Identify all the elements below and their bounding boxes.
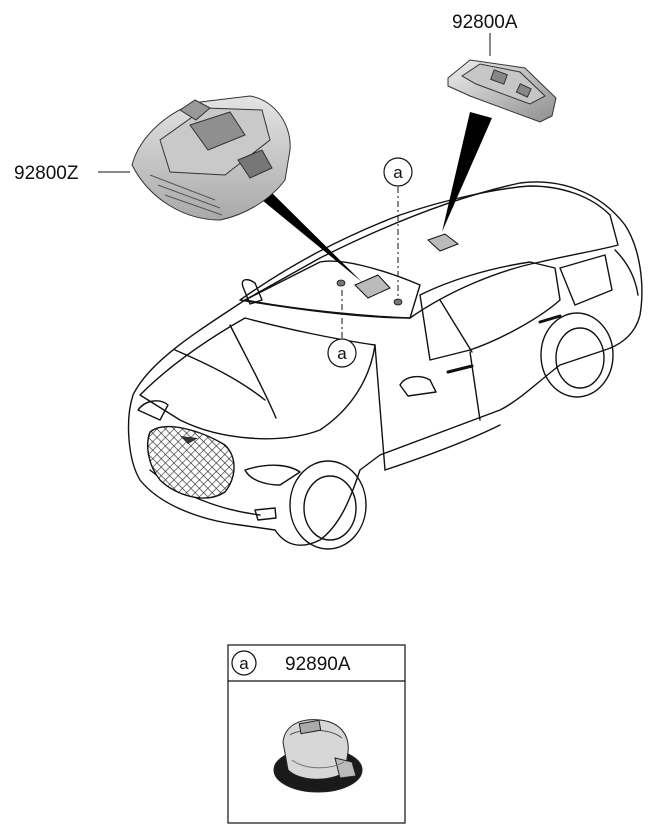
console-part-number: 92800Z bbox=[14, 163, 79, 184]
legend-letter: a bbox=[239, 654, 249, 673]
emblem-icon bbox=[180, 436, 198, 444]
roof-lamp-location bbox=[427, 233, 460, 252]
overhead-console-part bbox=[131, 95, 291, 221]
legend-box: a 92890A bbox=[227, 644, 406, 824]
callout-a-bottom: a bbox=[327, 338, 357, 368]
grille-mesh bbox=[147, 425, 235, 499]
roof-console-location bbox=[336, 274, 403, 306]
svg-text:a: a bbox=[393, 163, 403, 182]
callout-a-top: a bbox=[383, 157, 413, 187]
svg-text:a: a bbox=[337, 344, 347, 363]
leader-wedge-console bbox=[262, 193, 362, 282]
map-lamp-part bbox=[273, 719, 363, 793]
car-illustration bbox=[127, 181, 643, 550]
leader-wedge-lamp bbox=[442, 112, 492, 232]
room-lamp-part bbox=[447, 59, 557, 123]
lamp-part-number: 92800A bbox=[452, 12, 518, 33]
legend-callout-circle bbox=[231, 650, 257, 676]
legend-part-number: 92890A bbox=[285, 654, 351, 675]
